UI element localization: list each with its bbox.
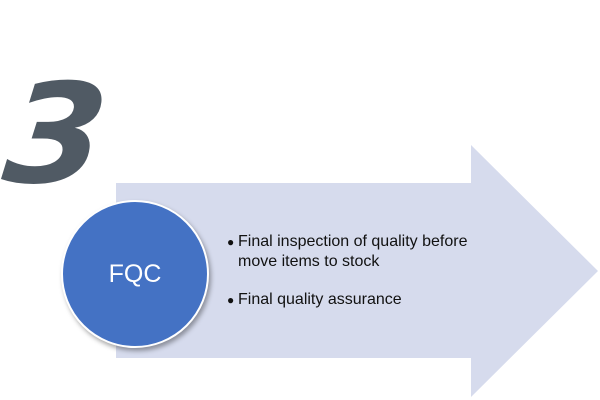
bullet-text: Final quality assurance (238, 291, 402, 308)
bullet-item: ●Final quality assurance (227, 290, 500, 310)
circle-label: FQC (108, 259, 162, 288)
bullet-icon: ● (227, 235, 235, 249)
fqc-circle: FQC (61, 200, 209, 348)
bullet-item: ●Final inspection of quality before move… (227, 232, 500, 272)
bullet-text: Final inspection of quality before move … (238, 233, 468, 270)
bullet-icon: ● (227, 293, 235, 307)
bullet-list: ●Final inspection of quality before move… (227, 232, 500, 328)
step-number: 3 (0, 54, 115, 215)
